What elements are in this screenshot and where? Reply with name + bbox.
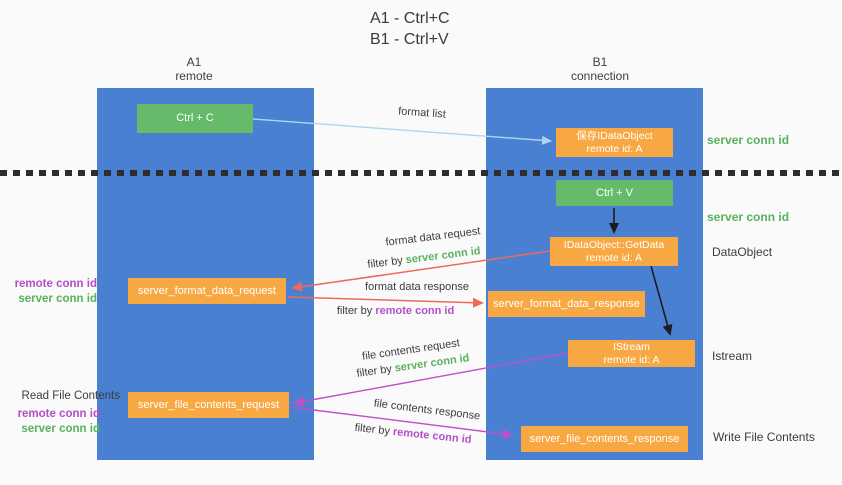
getdata-line1: IDataObject::GetData: [563, 239, 665, 251]
server-format-data-response-node: server_format_data_response: [488, 291, 645, 317]
arrow-file-contents-request: [293, 352, 569, 407]
dataobject-side-label: DataObject: [712, 245, 773, 259]
server-format-data-request-node: server_format_data_request: [128, 278, 286, 304]
getdata-node: IDataObject::GetData remote id: A: [550, 237, 678, 266]
lane-a1-name: A1: [186, 55, 202, 69]
server-format-data-request-label: server_format_data_request: [137, 284, 277, 297]
filter-by-text: filter by: [336, 305, 373, 317]
write-file-contents-side-label: Write File Contents: [713, 430, 815, 444]
save-dataobject-line2: remote id: A: [586, 142, 643, 155]
server-file-contents-request-node: server_file_contents_request: [128, 392, 289, 418]
server-conn-id-side-top: server conn id: [707, 133, 790, 147]
remote-conn-id-side-format: remote conn id: [14, 278, 97, 290]
file-conn-id-group: remote conn id server conn id: [2, 407, 100, 437]
arrow-getdata-to-istream: [650, 265, 673, 336]
lane-b1-role: connection: [570, 69, 630, 83]
lane-b1-name: B1: [592, 55, 608, 69]
ctrl-v-label: Ctrl + V: [596, 186, 633, 199]
lane-a1-role: remote: [175, 69, 213, 83]
format-data-response-label: format data response: [365, 281, 469, 293]
save-dataobject-node: 保存IDataObject remote id: A: [556, 128, 673, 157]
ctrl-v-node: Ctrl + V: [556, 180, 673, 206]
istream-line1: IStream: [613, 341, 650, 353]
arrow-file-contents-response: [289, 406, 514, 439]
lane-header-a1: A1 remote: [134, 55, 254, 83]
server-file-contents-request-label: server_file_contents_request: [137, 398, 280, 411]
istream-line2: remote id: A: [603, 353, 660, 366]
title-line-2: B1 - Ctrl+V: [370, 31, 449, 48]
remote-conn-id-text: remote conn id: [375, 305, 455, 317]
diagram-title: A1 - Ctrl+C B1 - Ctrl+V: [370, 8, 450, 50]
server-file-contents-response-label: server_file_contents_response: [529, 432, 680, 445]
arrow-format-data-request: [291, 250, 551, 292]
read-file-contents-side-label: Read File Contents: [21, 390, 120, 402]
server-format-data-response-label: server_format_data_response: [493, 297, 640, 310]
istream-side-label: Istream: [712, 349, 753, 363]
server-file-contents-response-node: server_file_contents_response: [521, 426, 688, 452]
arrow-format-data-response: [287, 296, 484, 308]
title-line-1: A1 - Ctrl+C: [370, 10, 450, 27]
server-conn-id-side-mid: server conn id: [707, 210, 790, 224]
session-divider-dotted-line: [0, 170, 842, 176]
remote-conn-id-side-file: remote conn id: [17, 408, 100, 420]
server-conn-id-side-format: server conn id: [18, 293, 97, 305]
lane-header-b1: B1 connection: [540, 55, 660, 83]
save-dataobject-line1: 保存IDataObject: [576, 130, 653, 142]
filter-by-remote-conn-id-label-1: filter by remote conn id: [333, 305, 458, 317]
format-conn-id-group: remote conn id server conn id: [2, 277, 97, 307]
server-conn-id-side-file: server conn id: [21, 423, 100, 435]
getdata-line2: remote id: A: [585, 251, 643, 264]
istream-node: IStream remote id: A: [568, 340, 695, 367]
arrow-format-list: [252, 118, 552, 145]
ctrl-c-node: Ctrl + C: [137, 104, 253, 133]
ctrl-c-label: Ctrl + C: [176, 112, 214, 124]
